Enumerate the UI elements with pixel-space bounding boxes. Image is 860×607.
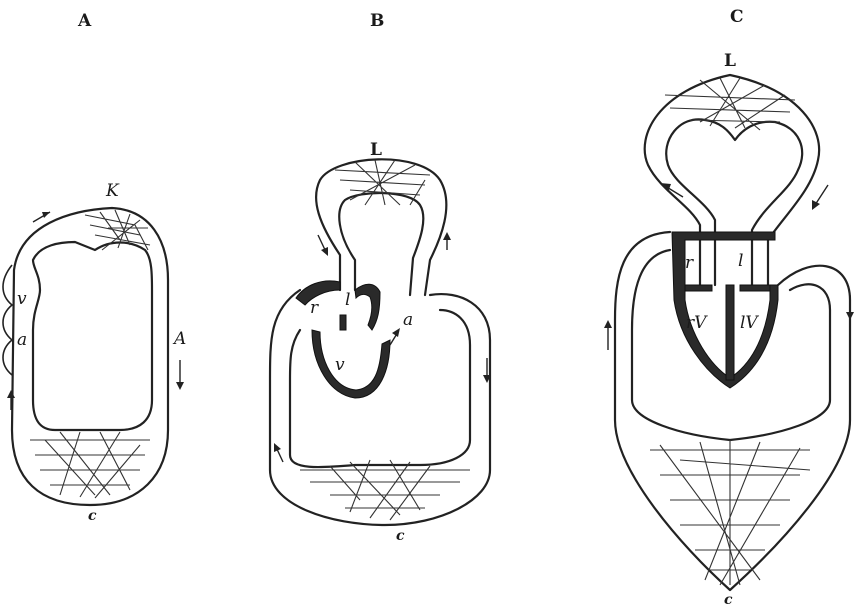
- diagram-b-lung-vessel: [316, 159, 446, 295]
- diagram-c-capillaries-label: c: [724, 592, 733, 607]
- diagram-a-heart-bulge: [3, 265, 12, 375]
- diagram-b-right-atrium-label: r: [310, 298, 319, 318]
- diagram-b: B L r l v a c: [270, 11, 491, 544]
- diagram-c-right-ventricle-label: rV: [686, 313, 708, 333]
- diagram-b-capillaries-label: c: [396, 528, 405, 544]
- diagram-c-heart-septum: [726, 285, 734, 380]
- diagram-b-body-capillaries: [300, 460, 470, 520]
- diagram-a-organ-top-label: K: [105, 181, 120, 201]
- diagram-a-artery-label: A: [172, 329, 186, 349]
- diagram-a-capillaries-bottom: [30, 432, 150, 498]
- diagram-c-valve-right: [740, 285, 770, 291]
- diagram-a-heading: A: [77, 11, 92, 31]
- diagram-a-ventricle-label: v: [17, 289, 27, 309]
- diagram-b-lung-vessel-inner: [339, 193, 423, 295]
- diagram-b-ventricle-label: v: [335, 355, 345, 375]
- diagram-c-left-atrium-label: l: [738, 251, 743, 271]
- diagram-a-atrium-label: a: [17, 330, 27, 350]
- diagram-b-septum: [340, 315, 346, 330]
- diagram-c-body-capillaries: [650, 440, 810, 585]
- diagram-a-capillaries-label: c: [88, 508, 97, 524]
- diagram-c-heading: C: [730, 7, 744, 27]
- diagram-c-valve-left: [685, 285, 712, 291]
- diagram-a-inner-vessel: [33, 242, 152, 430]
- diagram-b-body-outer: [270, 290, 490, 525]
- diagram-b-left-atrium-label: l: [345, 290, 350, 310]
- diagram-c: C L r l rV lV c: [604, 7, 854, 607]
- diagram-c-left-ventricle-label: lV: [740, 313, 759, 333]
- diagram-a-outer-vessel: [12, 208, 168, 505]
- diagram-c-lung-label: L: [724, 51, 736, 71]
- diagram-c-right-atrium-label: r: [685, 253, 694, 273]
- diagram-a: A v a K c A: [3, 11, 186, 524]
- diagram-b-lung-label: L: [370, 140, 382, 160]
- diagram-b-heading: B: [370, 11, 384, 31]
- diagram-b-artery-label: a: [403, 310, 413, 330]
